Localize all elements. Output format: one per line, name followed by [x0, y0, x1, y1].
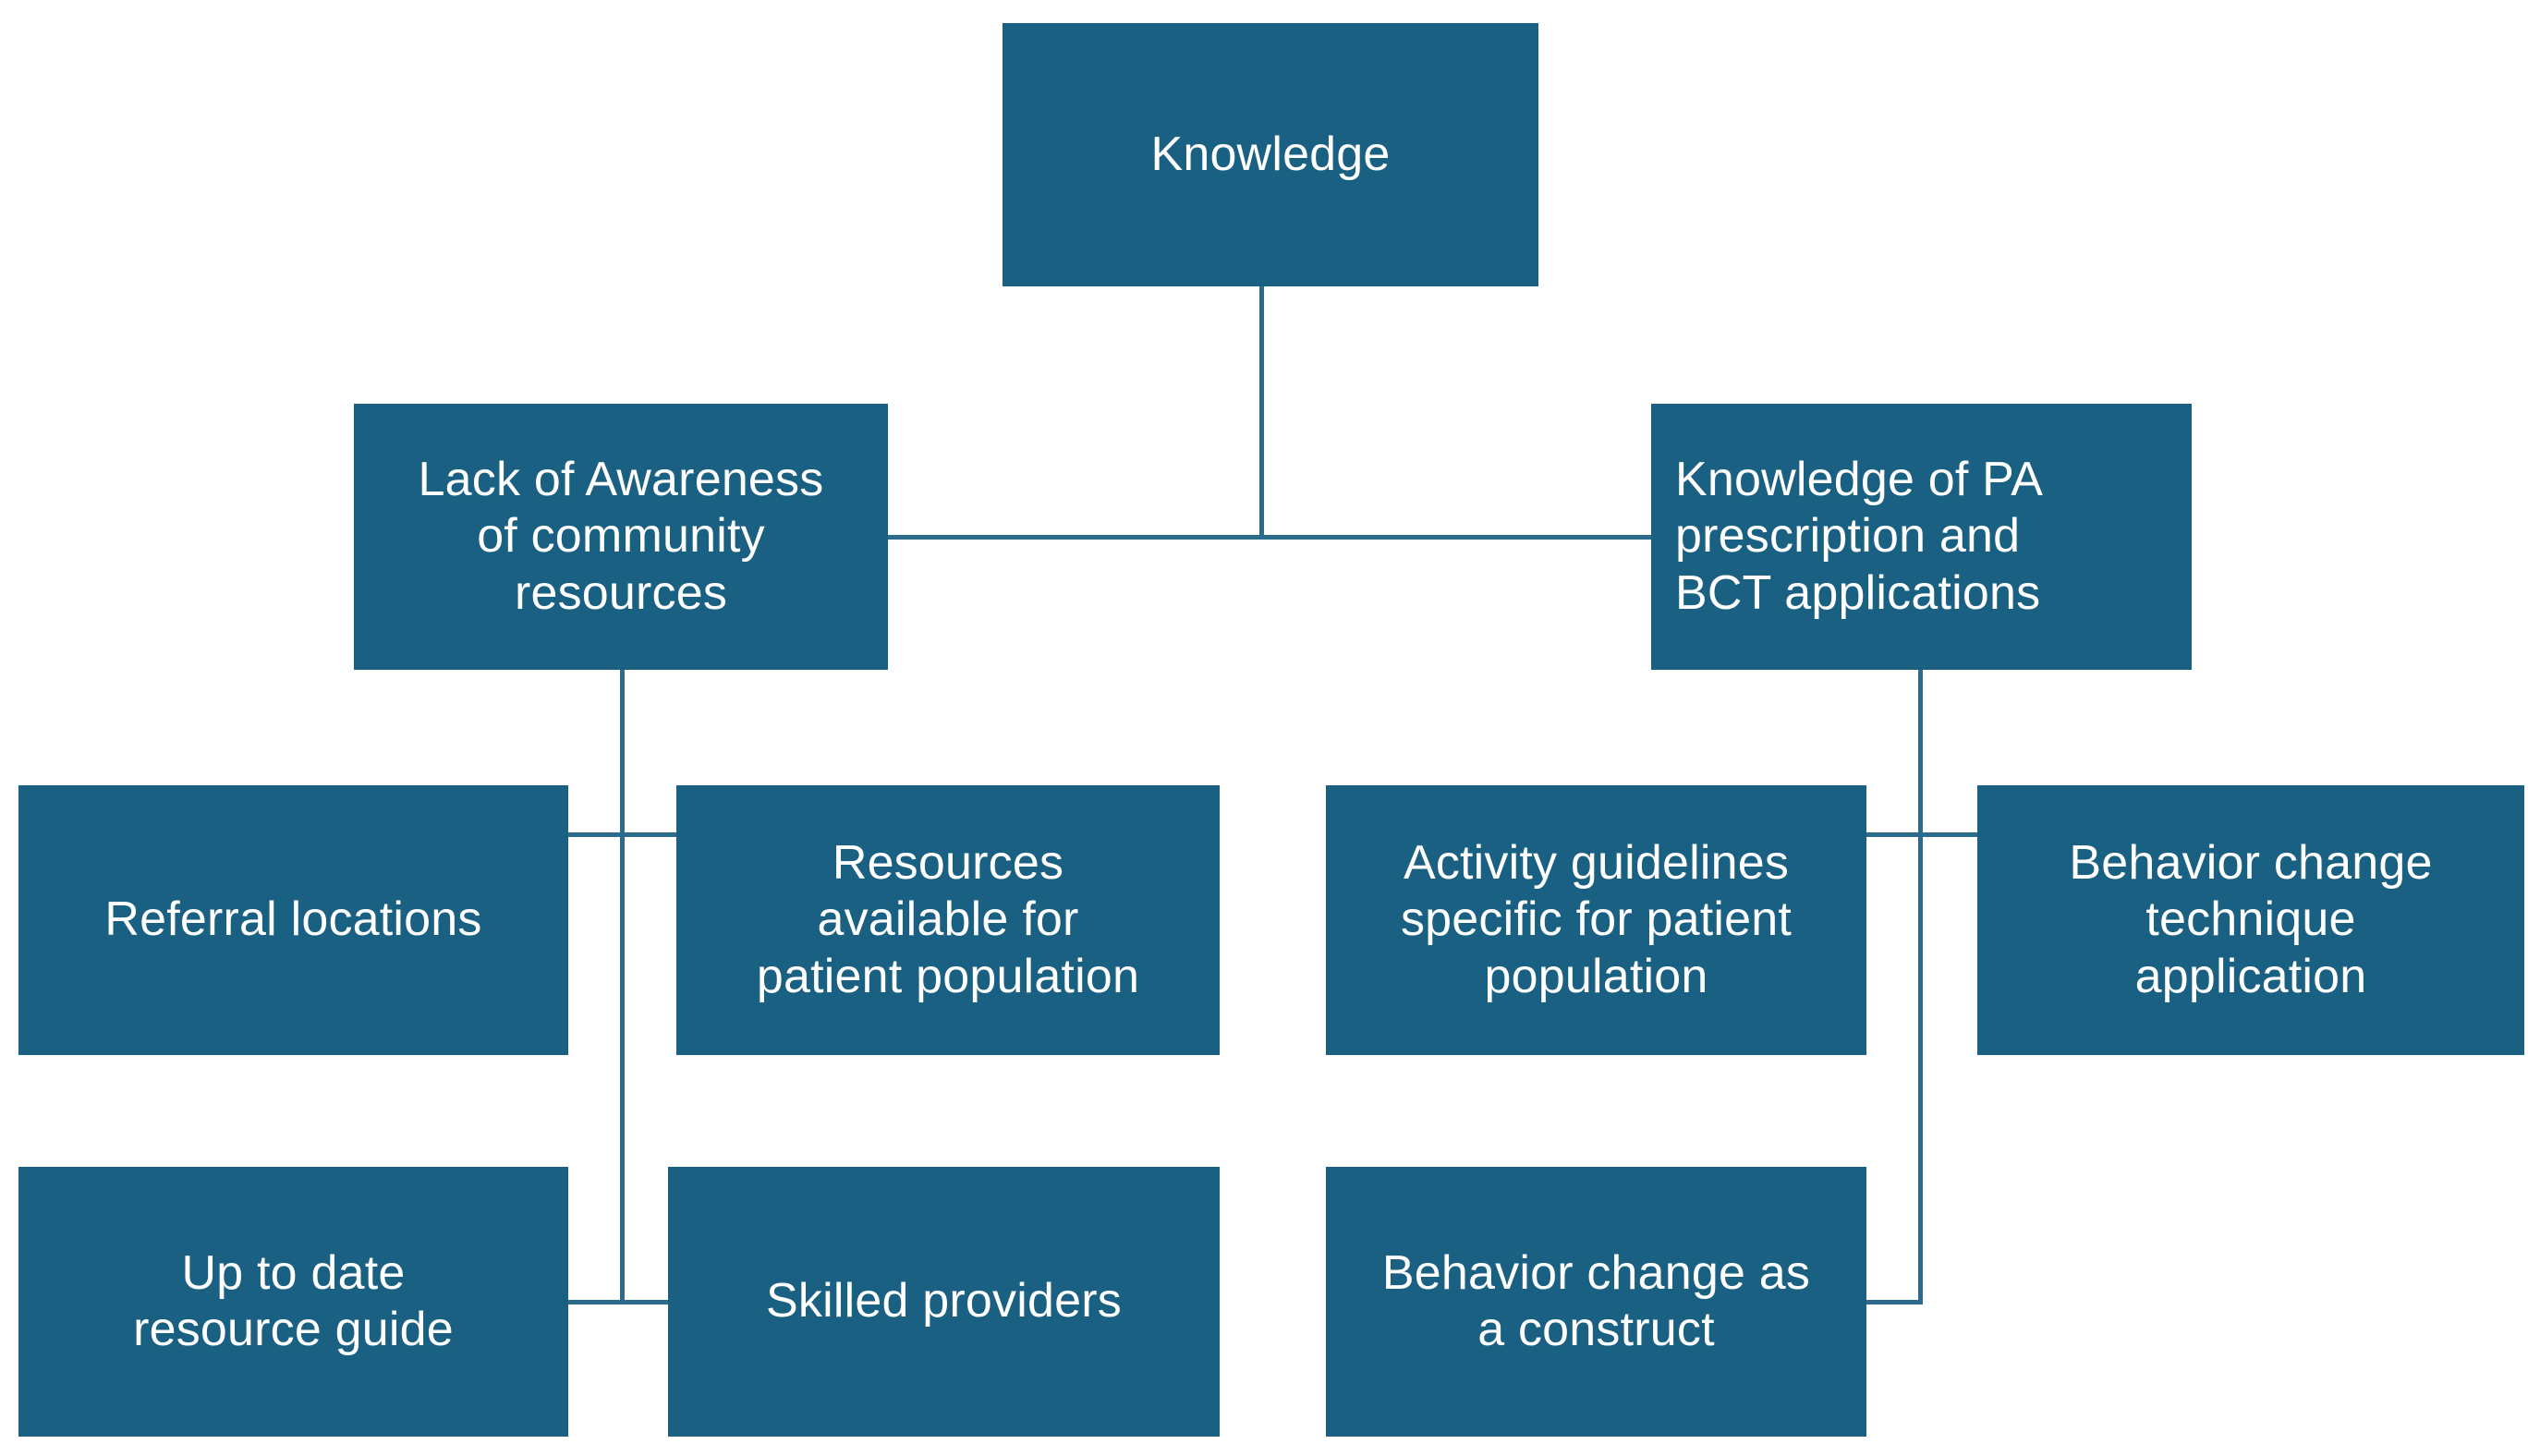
node-referral-locations[interactable]: Referral locations	[18, 785, 568, 1055]
node-behavior-change-technique-application[interactable]: Behavior change technique application	[1977, 785, 2524, 1055]
connector-root-stem	[1259, 286, 1264, 538]
node-activity-guidelines-patient-population[interactable]: Activity guidelines specific for patient…	[1326, 785, 1866, 1055]
node-skilled-providers[interactable]: Skilled providers	[668, 1167, 1220, 1437]
connector-root-bus	[887, 535, 1652, 540]
connector-right-spine	[1918, 670, 1923, 1304]
connector-left-rung-upper	[566, 832, 676, 837]
connector-right-rung-upper	[1865, 832, 1979, 837]
node-branch-lack-of-awareness[interactable]: Lack of Awareness of community resources	[354, 404, 888, 670]
node-behavior-change-as-a-construct[interactable]: Behavior change as a construct	[1326, 1167, 1866, 1437]
connector-right-rung-lower	[1866, 1300, 1923, 1304]
node-branch-knowledge-pa-bct[interactable]: Knowledge of PA prescription and BCT app…	[1651, 404, 2192, 670]
connector-left-rung-lower	[566, 1300, 668, 1304]
node-up-to-date-resource-guide[interactable]: Up to date resource guide	[18, 1167, 568, 1437]
connector-left-spine	[620, 670, 625, 1304]
node-root-knowledge[interactable]: Knowledge	[1003, 23, 1538, 286]
node-resources-available-patient-population[interactable]: Resources available for patient populati…	[676, 785, 1220, 1055]
